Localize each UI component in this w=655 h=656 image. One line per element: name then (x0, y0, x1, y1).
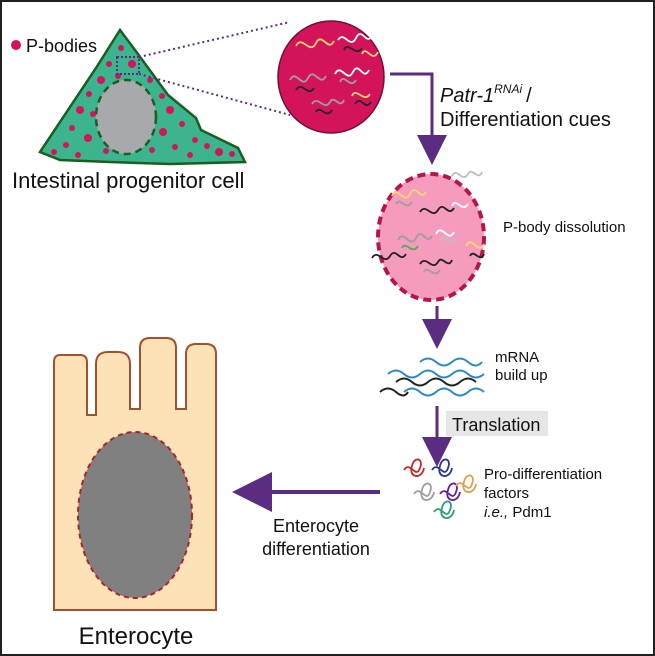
mrna-label-line2: build up (495, 367, 548, 384)
p-bodies-legend-label: P-bodies (26, 36, 97, 56)
progenitor-nucleus (94, 78, 158, 156)
p-body-legend-dot (11, 40, 21, 50)
differentiation-cues-label: Differentiation cues (440, 109, 611, 131)
patr1-label: Patr-1RNAi/ (440, 82, 532, 107)
mrna-strands (379, 357, 485, 397)
protein-factors (403, 458, 477, 519)
progenitor-caption: Intestinal progenitor cell (12, 168, 244, 193)
translation-label: Translation (452, 415, 540, 435)
mrna-label-line1: mRNA (495, 349, 539, 366)
enterocyte-nucleus (77, 431, 193, 599)
zoom-box (116, 56, 140, 75)
translation-box (446, 411, 548, 436)
enterocyte-caption: Enterocyte (79, 623, 194, 650)
factors-label-line1: Pro-differentiation (484, 466, 602, 483)
zoom-line-top (138, 21, 291, 58)
differentiation-label-line1: Enterocyte (273, 516, 359, 536)
p-body-zoom-mrnas (289, 33, 379, 115)
differentiation-label-line2: differentiation (262, 539, 370, 559)
progenitor-cell (38, 27, 247, 166)
factors-label-line2: factors (484, 485, 529, 502)
p-body-dissolution-label: P-body dissolution (503, 219, 626, 236)
p-body-zoom (277, 20, 385, 134)
progenitor-p-bodies (51, 45, 235, 158)
factors-label-line3: i.e., Pdm1 (484, 504, 552, 521)
zoom-line-bottom (138, 73, 291, 116)
dissolved-mrnas (371, 170, 485, 275)
arrow-patr1 (390, 72, 447, 165)
